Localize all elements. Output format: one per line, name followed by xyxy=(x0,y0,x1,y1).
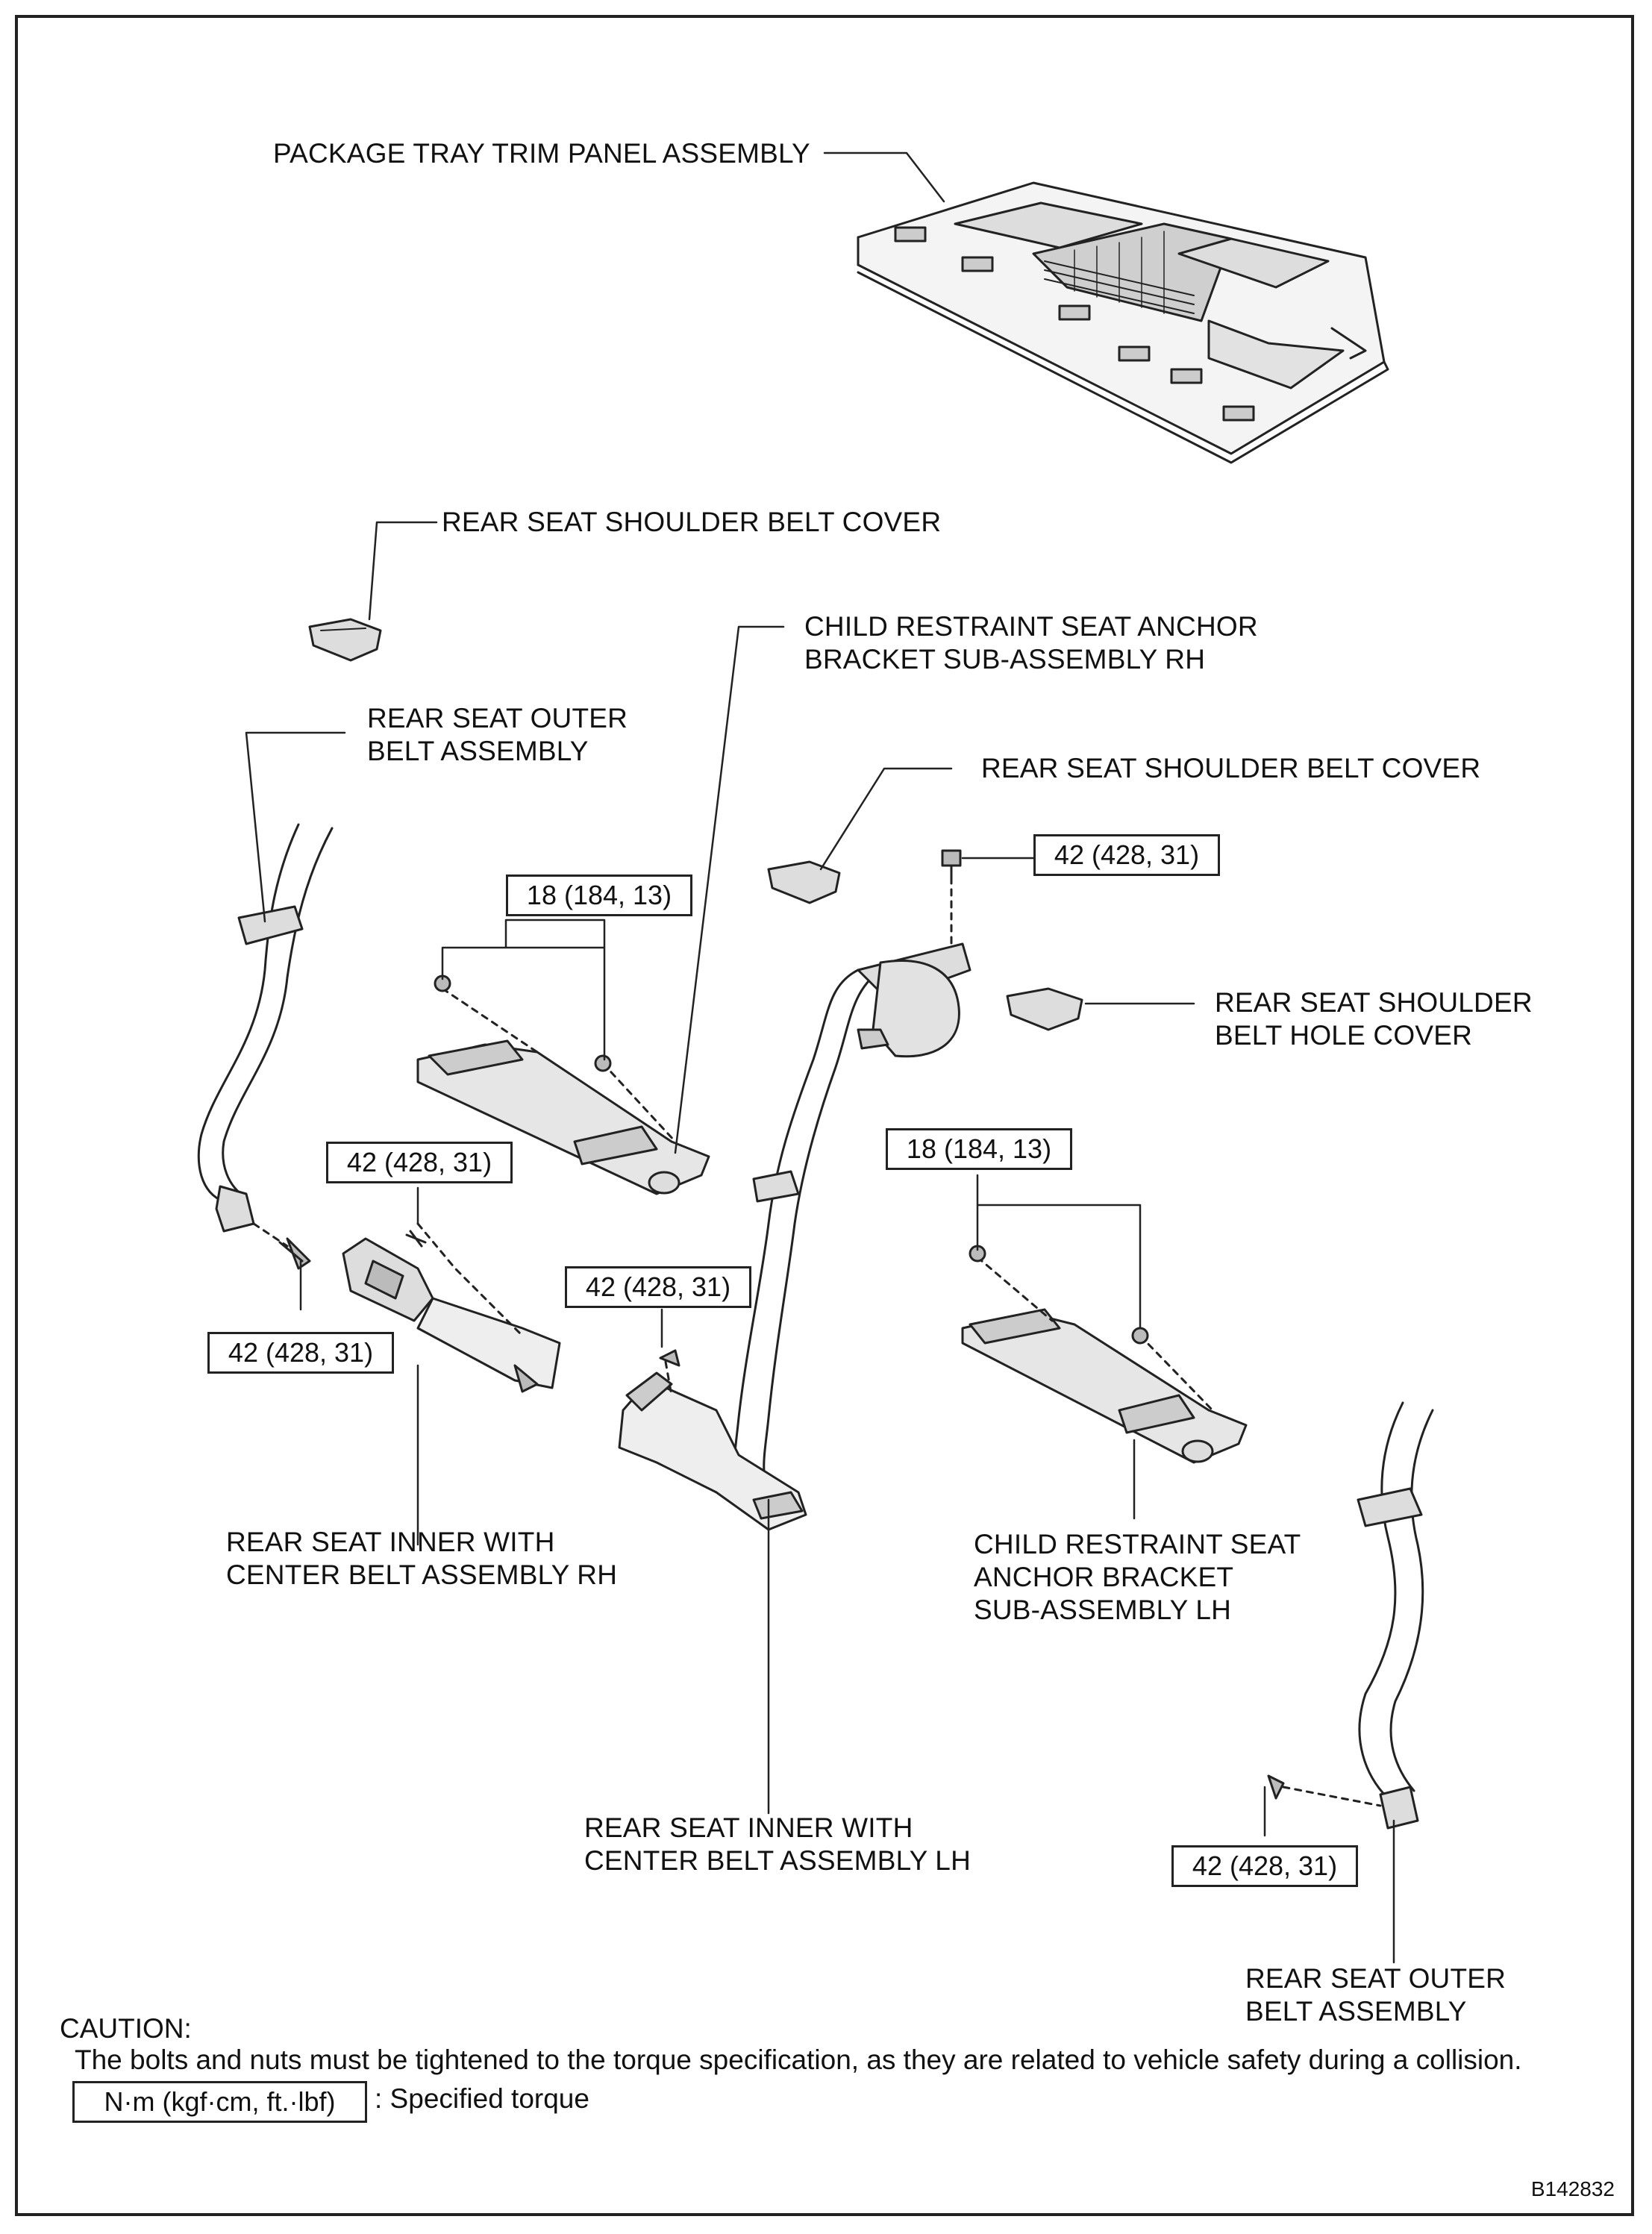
rear-seat-inner-belt-rh xyxy=(342,1222,561,1393)
label-line: REAR SEAT SHOULDER xyxy=(1215,987,1533,1018)
rear-seat-outer-belt-lh xyxy=(1267,1401,1434,1830)
label-line: REAR SEAT OUTER xyxy=(1245,1963,1506,1994)
torque-legend-text: : Specified torque xyxy=(375,2083,589,2114)
rear-seat-outer-belt-rh xyxy=(197,823,334,1270)
leader-lines xyxy=(245,151,1395,1964)
label-line: CHILD RESTRAINT SEAT ANCHOR xyxy=(804,611,1258,642)
caution-text: The bolts and nuts must be tightened to … xyxy=(75,2044,1522,2075)
label-outer-belt-lh: REAR SEAT OUTER BELT ASSEMBLY xyxy=(1245,1962,1506,2028)
torque-box: 42 (428, 31) xyxy=(565,1266,751,1308)
label-hole-cover: REAR SEAT SHOULDER BELT HOLE COVER xyxy=(1215,986,1533,1052)
label-line: CENTER BELT ASSEMBLY LH xyxy=(584,1845,971,1876)
child-anchor-bracket-lh xyxy=(961,1245,1248,1464)
label-line: BELT HOLE COVER xyxy=(1215,1020,1473,1051)
shoulder-belt-cover-1 xyxy=(308,618,382,662)
torque-box: 18 (184, 13) xyxy=(506,874,692,916)
torque-box: 18 (184, 13) xyxy=(886,1128,1072,1170)
diagram-frame xyxy=(15,15,1634,2216)
label-line: REAR SEAT INNER WITH xyxy=(584,1812,913,1843)
label-line: REAR SEAT OUTER xyxy=(367,703,628,733)
label-outer-belt-rh: REAR SEAT OUTER BELT ASSEMBLY xyxy=(367,702,628,768)
label-line: SUB-ASSEMBLY LH xyxy=(974,1595,1232,1625)
package-tray-panel xyxy=(857,181,1389,464)
caution-title: CAUTION: xyxy=(60,2013,192,2044)
label-line: BELT ASSEMBLY xyxy=(367,736,589,766)
rear-seat-inner-belt-lh xyxy=(618,849,972,1531)
label-line: CENTER BELT ASSEMBLY RH xyxy=(226,1559,618,1590)
label-line: ANCHOR BRACKET xyxy=(974,1562,1234,1592)
torque-legend-box: N·m (kgf·cm, ft.·lbf) xyxy=(72,2081,367,2123)
label-shoulder-belt-cover-2: REAR SEAT SHOULDER BELT COVER xyxy=(981,753,1481,783)
label-line: REAR SEAT INNER WITH xyxy=(226,1527,555,1557)
torque-box: 42 (428, 31) xyxy=(1033,834,1220,876)
label-line: CHILD RESTRAINT SEAT xyxy=(974,1529,1301,1559)
torque-box: 42 (428, 31) xyxy=(1171,1845,1358,1887)
label-line: BELT ASSEMBLY xyxy=(1245,1996,1467,2027)
label-inner-belt-rh: REAR SEAT INNER WITH CENTER BELT ASSEMBL… xyxy=(226,1526,617,1592)
label-line: BRACKET SUB-ASSEMBLY RH xyxy=(804,644,1206,675)
figure-id: B142832 xyxy=(1530,2177,1615,2200)
label-inner-belt-lh: REAR SEAT INNER WITH CENTER BELT ASSEMBL… xyxy=(584,1812,971,1877)
label-child-anchor-lh: CHILD RESTRAINT SEAT ANCHOR BRACKET SUB-… xyxy=(974,1528,1301,1627)
child-anchor-bracket-rh xyxy=(416,974,710,1195)
label-shoulder-belt-cover-1: REAR SEAT SHOULDER BELT COVER xyxy=(442,507,942,537)
label-package-tray: PACKAGE TRAY TRIM PANEL ASSEMBLY xyxy=(273,138,810,169)
shoulder-belt-cover-2 xyxy=(767,860,841,904)
torque-box: 42 (428, 31) xyxy=(207,1332,394,1374)
shoulder-belt-hole-cover xyxy=(1006,987,1083,1031)
torque-box: 42 (428, 31) xyxy=(326,1142,513,1183)
label-child-anchor-rh: CHILD RESTRAINT SEAT ANCHOR BRACKET SUB-… xyxy=(804,610,1258,676)
